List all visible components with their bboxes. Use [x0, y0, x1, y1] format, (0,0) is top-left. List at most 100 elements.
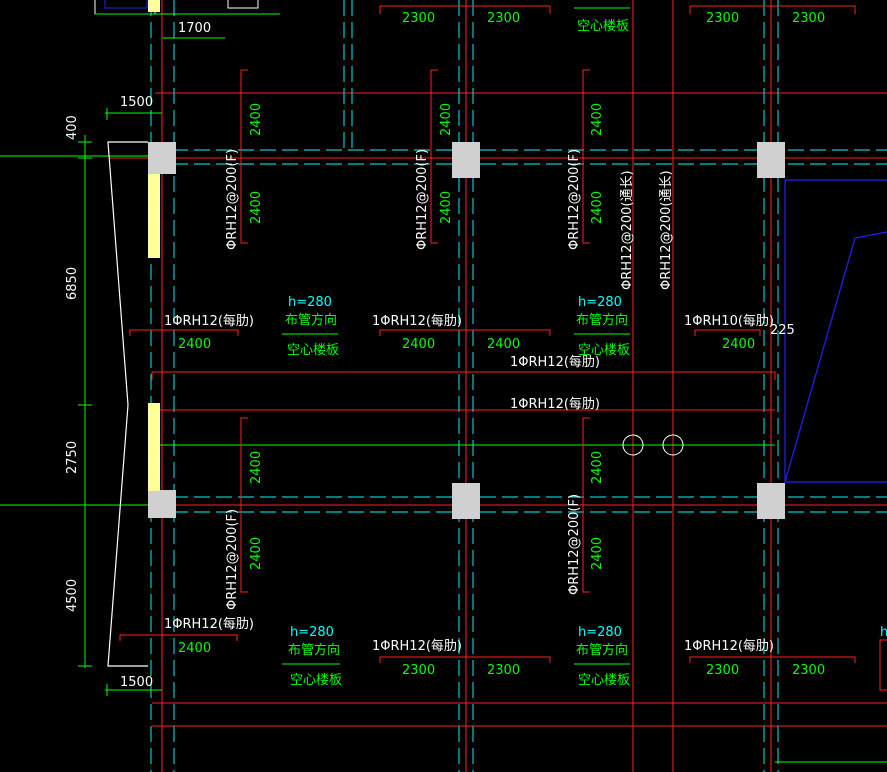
length-v-2: 2400	[249, 191, 264, 224]
bracket-rib-long	[151, 371, 776, 380]
rib-label-8: 1ΦRH12(每肋)	[684, 638, 774, 654]
top-frame	[94, 0, 280, 15]
slab-direction-4: 布管方向	[576, 642, 628, 658]
bracket-h-mid-2	[379, 329, 551, 336]
rib-label-3: 1ΦRH10(每肋)	[684, 313, 774, 329]
blue-region	[784, 179, 887, 483]
slab-thickness-5: h	[880, 625, 887, 640]
dim-1500-top: 1500	[120, 95, 153, 110]
length-v-1: 2400	[249, 103, 264, 136]
column-top-cap	[148, 0, 160, 12]
length-v-10: 2400	[590, 537, 605, 570]
bracket-right-edge	[879, 639, 887, 691]
column-top-left[interactable]	[148, 142, 176, 174]
blue-region-diagonal	[784, 231, 887, 483]
section-marks	[622, 434, 684, 456]
top-length-3: 2300	[706, 11, 739, 26]
bracket-v-1	[240, 69, 248, 244]
length-h-mid-3: 2400	[487, 337, 520, 352]
wall-strip-upper	[148, 174, 160, 258]
rib-label-2: 1ΦRH12(每肋)	[372, 313, 462, 329]
columns	[148, 0, 785, 519]
top-frame-box-1	[94, 0, 156, 15]
bracket-h-mid-3	[694, 329, 761, 336]
bracket-v-3	[582, 69, 590, 244]
rebar-brackets	[119, 5, 856, 663]
dim-225: 225	[770, 323, 795, 338]
slab-type-2: 空心楼板	[578, 343, 630, 358]
rebar-label-v1: ΦRH12@200(F)	[225, 149, 240, 250]
length-h-bot-2: 2300	[402, 663, 435, 678]
bracket-v-4	[240, 417, 248, 593]
rib-label-6: 1ΦRH12(每肋)	[164, 616, 254, 632]
dim-400: 400	[65, 115, 80, 140]
bracket-h-top-2	[689, 5, 856, 14]
wall-strips	[148, 174, 160, 491]
bracket-v-2	[430, 69, 438, 244]
bracket-h-bot-3	[689, 656, 856, 663]
rebar-label-v6: ΦRH12@200(F)	[225, 509, 240, 610]
wall-strip-lower	[148, 403, 160, 491]
slab-type-1: 空心楼板	[287, 343, 339, 358]
length-v-3: 2400	[439, 103, 454, 136]
bracket-v-5	[582, 417, 590, 593]
top-slab-type: 空心楼板	[577, 19, 629, 34]
top-length-2: 2300	[487, 11, 520, 26]
length-v-8: 2400	[249, 537, 264, 570]
bracket-h-bot-1	[119, 634, 238, 641]
section-circle-2[interactable]	[662, 434, 684, 456]
slab-direction-3: 布管方向	[288, 642, 340, 658]
axis-lines	[110, 0, 887, 772]
length-v-7: 2400	[249, 451, 264, 484]
length-h-mid-4: 2400	[722, 337, 755, 352]
dim-2750: 2750	[65, 441, 80, 474]
bracket-h-top-1	[379, 5, 551, 14]
top-frame-box-2	[104, 0, 148, 9]
dim-1500-bottom: 1500	[120, 675, 153, 690]
length-v-4: 2400	[439, 191, 454, 224]
slab-thickness-1: h=280	[288, 295, 332, 310]
bracket-h-bot-2	[379, 656, 551, 663]
length-h-bot-1: 2400	[178, 641, 211, 656]
rebar-label-v4: ΦRH12@200(通长)	[620, 170, 635, 290]
dim-6850: 6850	[65, 267, 80, 300]
column-bottom-left[interactable]	[148, 490, 176, 518]
slab-tag-lines	[282, 7, 630, 665]
slab-thickness-4: h=280	[578, 625, 622, 640]
column-top-right[interactable]	[757, 142, 785, 178]
length-v-6: 2400	[590, 191, 605, 224]
slab-direction-2: 布管方向	[576, 312, 628, 328]
length-v-5: 2400	[590, 103, 605, 136]
bracket-h-mid-1	[129, 329, 239, 336]
rib-label-7: 1ΦRH12(每肋)	[372, 638, 462, 654]
section-circle-1[interactable]	[622, 434, 644, 456]
slab-type-4: 空心楼板	[578, 673, 630, 688]
column-top-middle[interactable]	[452, 142, 480, 178]
rib-label-5: 1ΦRH12(每肋)	[510, 396, 600, 412]
slab-type-3: 空心楼板	[290, 673, 342, 688]
top-frame-box-3	[227, 0, 259, 9]
rib-label-1: 1ΦRH12(每肋)	[164, 313, 254, 329]
rib-label-4: 1ΦRH12(每肋)	[510, 354, 600, 370]
length-h-mid-1: 2400	[178, 337, 211, 352]
blue-region-outline	[784, 179, 887, 483]
wall-lines	[150, 0, 887, 772]
rebar-label-v3: ΦRH12@200(F)	[567, 149, 582, 250]
slab-edge-outline	[107, 141, 148, 667]
length-h-bot-4: 2300	[706, 663, 739, 678]
rebar-label-v5: ΦRH12@200(通长)	[659, 170, 674, 290]
rebar-label-v7: ΦRH12@200(F)	[567, 494, 582, 595]
rebar-label-v2: ΦRH12@200(F)	[415, 149, 430, 250]
length-v-9: 2400	[590, 451, 605, 484]
slab-direction-1: 布管方向	[285, 312, 337, 328]
length-h-bot-5: 2300	[792, 663, 825, 678]
slab-thickness-2: h=280	[578, 295, 622, 310]
slab-thickness-3: h=280	[290, 625, 334, 640]
dim-4500: 4500	[65, 579, 80, 612]
top-length-4: 2300	[792, 11, 825, 26]
column-bottom-middle[interactable]	[452, 483, 480, 519]
length-h-mid-2: 2400	[402, 337, 435, 352]
column-bottom-right[interactable]	[757, 483, 785, 519]
length-h-bot-3: 2300	[487, 663, 520, 678]
